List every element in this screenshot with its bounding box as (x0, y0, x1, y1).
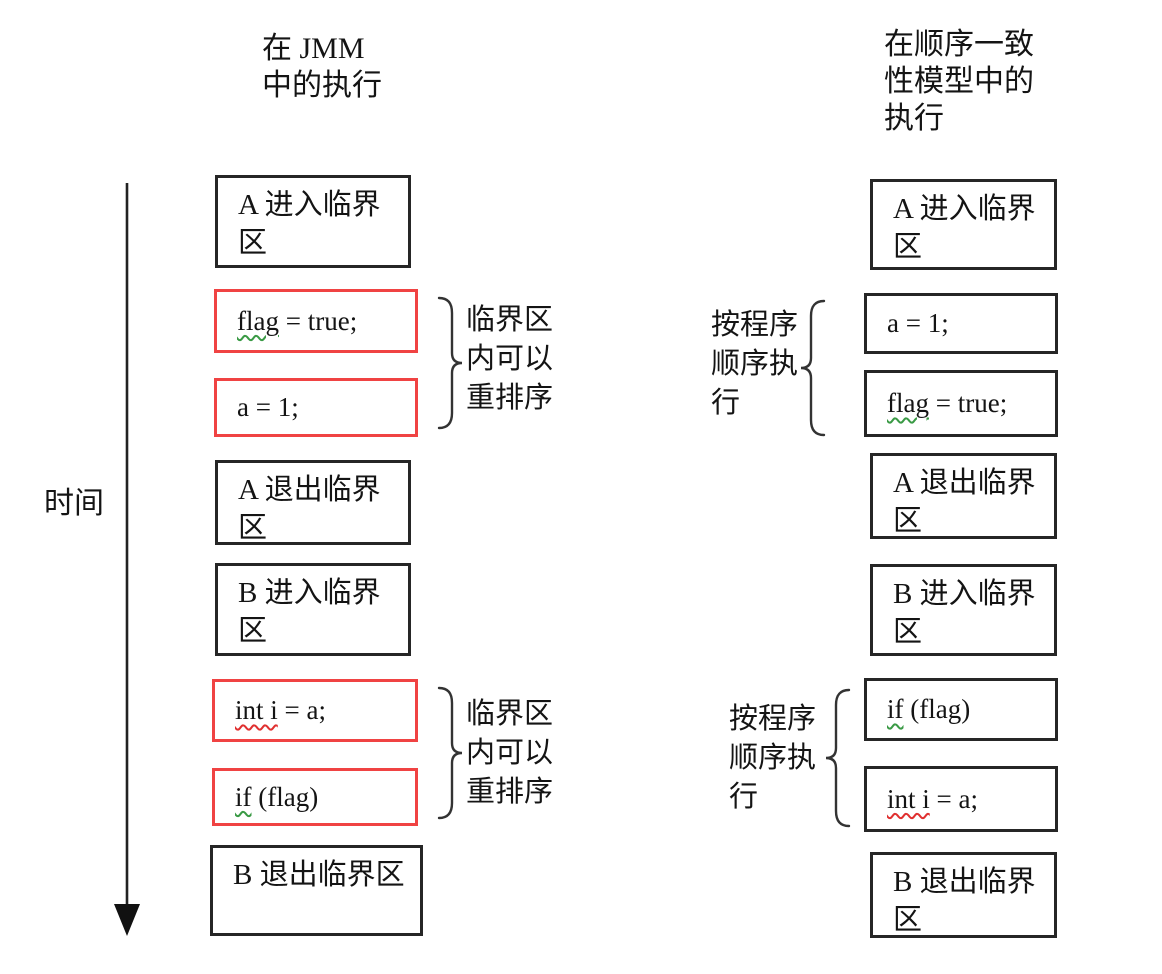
program-order-note-top: 按程序 顺序执 行 (711, 309, 799, 419)
code-segment: (flag) (903, 694, 971, 724)
code-segment: = true; (928, 388, 1008, 418)
code-segment: flag (887, 388, 929, 418)
reorder-note-top: 临界区 内可以 重排序 (466, 304, 554, 414)
opening-brace-icon (824, 688, 852, 828)
program-order-note-bottom: 按程序 顺序执 行 (729, 703, 817, 813)
code-segment: (flag) (251, 781, 319, 812)
code-box-flag-true-left: flag = true; (214, 289, 418, 353)
code-segment: if (887, 694, 904, 724)
code-box-a-assign-right: a = 1; (864, 293, 1058, 354)
closing-brace-icon (436, 686, 464, 820)
code-segment: flag (237, 305, 279, 336)
code-segment: if (235, 781, 252, 812)
opening-brace-icon (799, 299, 827, 437)
flow-box-b-enter-left: B 进入临界 区 (215, 563, 411, 656)
code-box-a-assign-left: a = 1; (214, 378, 418, 437)
time-axis-label: 时间 (44, 487, 104, 520)
flow-box-a-enter-right: A 进入临界 区 (870, 179, 1057, 270)
left-column-title: 在 JMM 中的执行 (262, 32, 382, 102)
code-segment: = a; (929, 783, 978, 814)
code-segment: a = 1; (887, 308, 949, 338)
code-box-int-i-right: int i = a; (864, 766, 1058, 832)
flow-box-b-exit-left: B 退出临界区 (210, 845, 423, 936)
reorder-note-bottom: 临界区 内可以 重排序 (466, 698, 554, 808)
flow-box-a-exit-right: A 退出临界 区 (870, 453, 1057, 539)
right-column-title: 在顺序一致 性模型中的 执行 (884, 28, 1034, 135)
flow-box-a-enter-left: A 进入临界 区 (215, 175, 411, 268)
time-arrow (106, 180, 150, 942)
code-box-flag-true-right: flag = true; (864, 370, 1058, 437)
code-segment: int i (887, 783, 930, 814)
flow-box-b-enter-right: B 进入临界 区 (870, 564, 1057, 656)
code-box-int-i-left: int i = a; (212, 679, 418, 742)
code-segment: int i (235, 695, 278, 725)
code-segment: = true; (278, 305, 358, 336)
code-segment: a = 1; (237, 392, 299, 422)
code-box-if-flag-right: if (flag) (864, 678, 1058, 741)
code-segment: = a; (277, 695, 326, 725)
flow-box-b-exit-right: B 退出临界 区 (870, 852, 1057, 938)
closing-brace-icon (436, 296, 464, 430)
code-box-if-flag-left: if (flag) (212, 768, 418, 826)
flow-box-a-exit-left: A 退出临界 区 (215, 460, 411, 545)
